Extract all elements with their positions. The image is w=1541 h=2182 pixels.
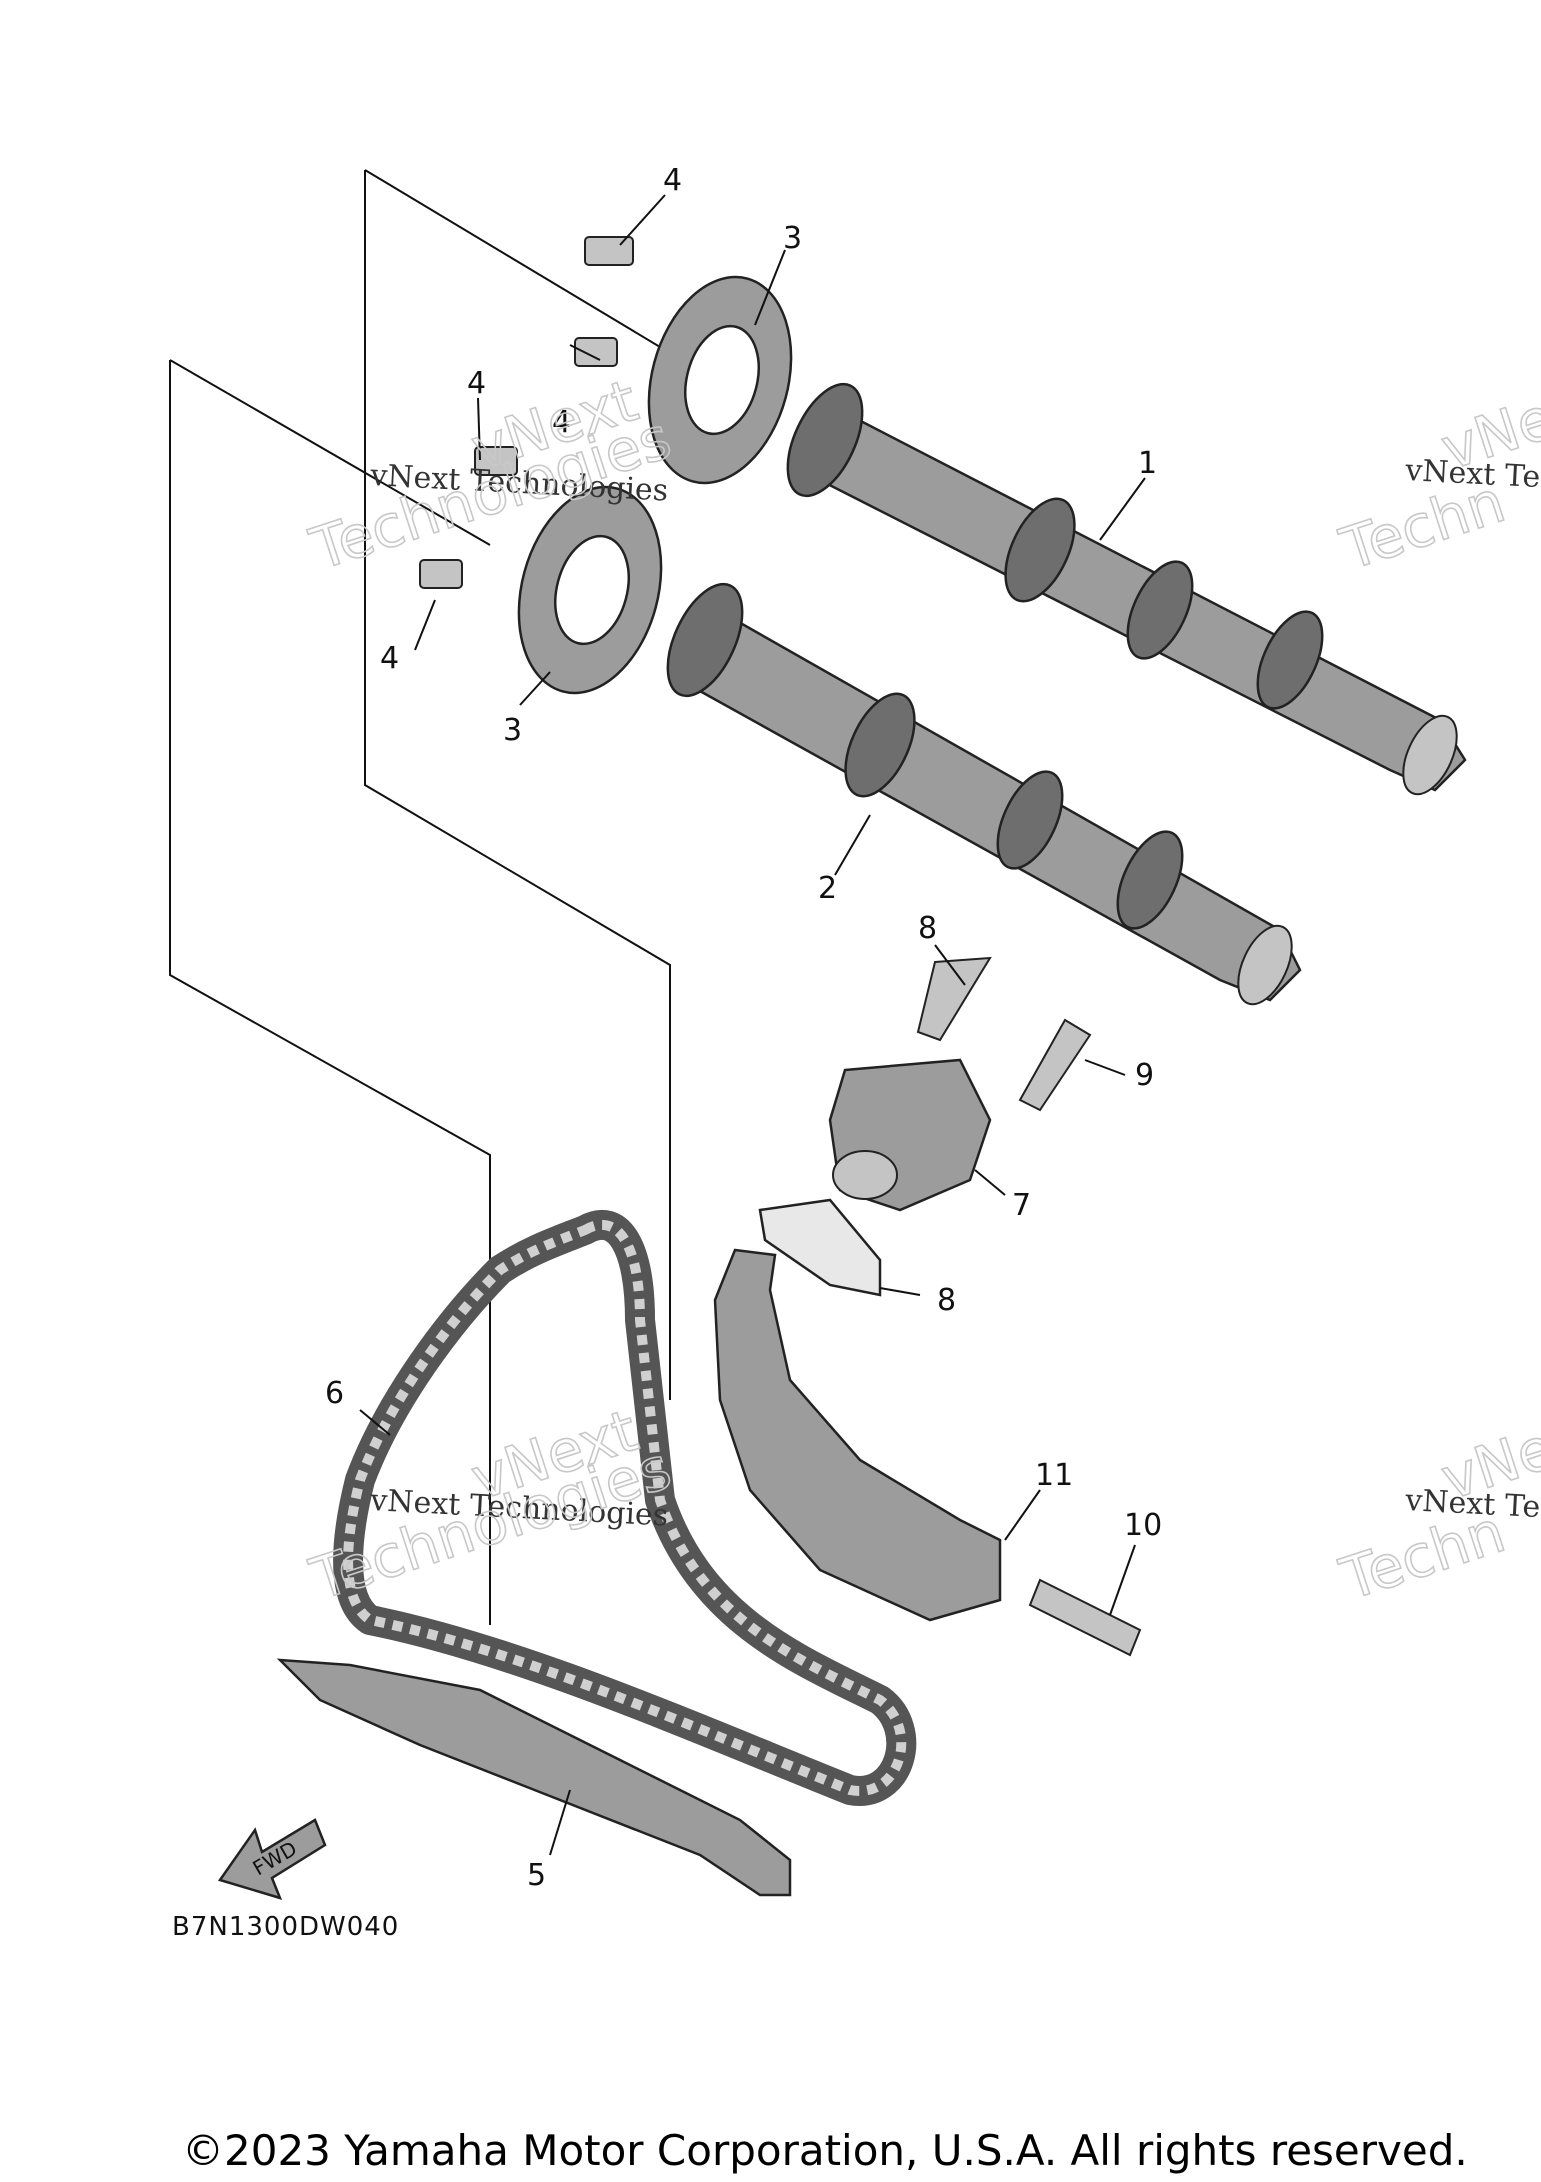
cam-sprocket-upper	[647, 275, 793, 485]
callout-6: 7	[1012, 1188, 1031, 1223]
chain-guide	[276, 1658, 792, 1897]
callout-10: 11	[1035, 1458, 1073, 1493]
callout-1: 1	[1138, 446, 1157, 481]
cam-sprocket-lower	[517, 485, 663, 695]
chain-tensioner	[828, 1058, 992, 1212]
camshaft-lower	[666, 582, 1302, 1006]
callout-8-right: 9	[1135, 1058, 1154, 1093]
timing-chain	[333, 1209, 917, 1806]
guide-pin	[1028, 1578, 1142, 1657]
leader-lines	[359, 194, 1146, 1856]
watermark-bottom-right: vNext Te vNe Techn	[1332, 1413, 1541, 1615]
callout-5: 6	[325, 1376, 344, 1411]
callout-9: 5	[527, 1858, 546, 1893]
callout-4-mid: 4	[552, 405, 571, 440]
callout-labels: 4 3 4 4 1 4 3 2 8 9 7 8 6 11 10 5	[325, 163, 1162, 1893]
watermark-top-right: vNext Te vNe Techn	[1332, 383, 1541, 585]
callout-7: 8	[937, 1283, 956, 1318]
tensioner-gasket	[758, 1198, 882, 1297]
camshaft-upper	[786, 382, 1467, 796]
callout-8-top: 8	[918, 911, 937, 946]
tensioner-bolts	[916, 956, 1092, 1112]
svg-text:vNext Te: vNext Te	[1404, 453, 1541, 495]
svg-text:vNext Te: vNext Te	[1404, 1483, 1541, 1525]
callout-4-bottom: 4	[380, 641, 399, 676]
callout-3-lower: 3	[503, 713, 522, 748]
forward-arrow: FWD	[217, 1818, 327, 1900]
drawing-code: B7N1300DW040	[172, 1912, 399, 1942]
callout-2: 2	[818, 871, 837, 906]
callout-4-top: 4	[663, 163, 682, 198]
copyright-notice: ©2023 Yamaha Motor Corporation, U.S.A. A…	[182, 2126, 1468, 2175]
callout-3-upper: 3	[783, 221, 802, 256]
callout-11: 10	[1124, 1508, 1162, 1543]
tensioner-guide	[713, 1248, 1002, 1622]
callout-4-left: 4	[467, 366, 486, 401]
sprocket-bolts	[419, 236, 634, 589]
